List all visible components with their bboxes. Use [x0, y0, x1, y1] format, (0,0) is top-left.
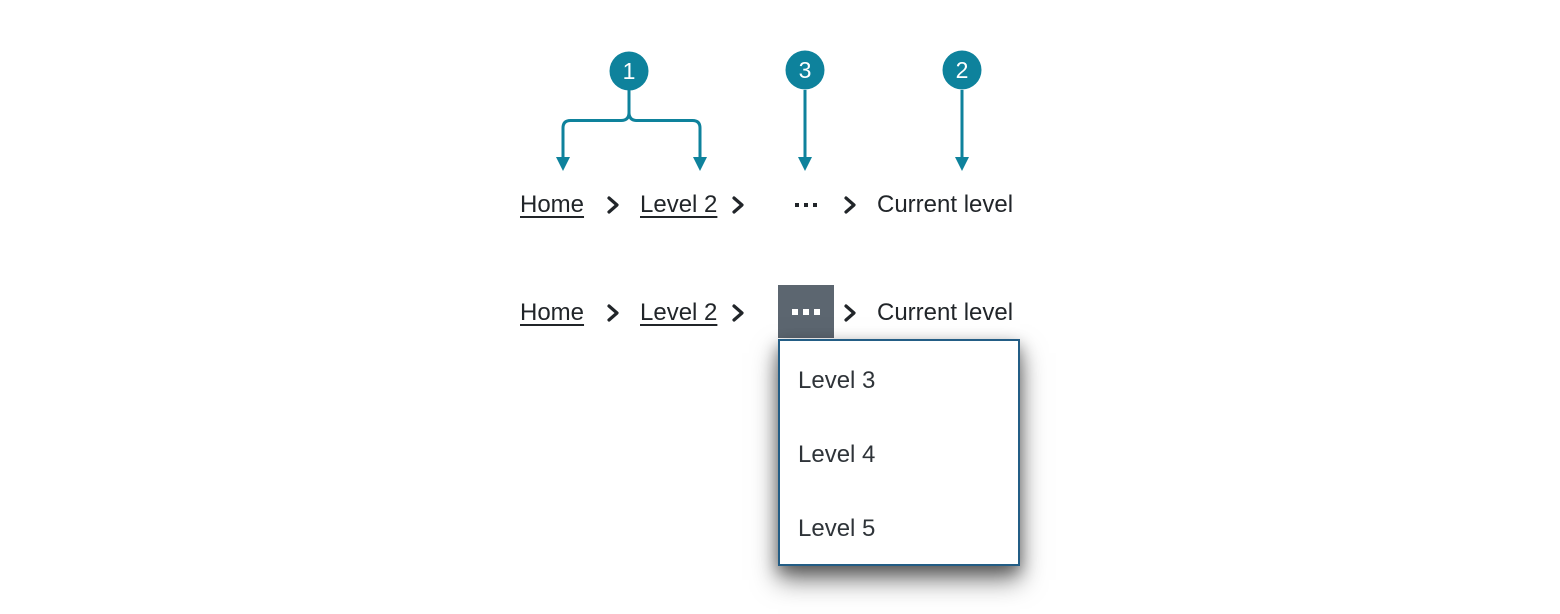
callout-3-number: 3 — [799, 57, 812, 83]
ellipsis-icon — [813, 203, 817, 207]
breadcrumb-link-home[interactable]: Home — [520, 191, 585, 218]
callout-3: 3 — [785, 50, 825, 171]
breadcrumb-overflow-menu: Level 3 Level 4 Level 5 — [778, 339, 1020, 566]
ellipsis-icon — [792, 308, 798, 315]
callout-1-badge — [609, 51, 649, 91]
breadcrumb-link-home[interactable]: Home — [520, 299, 585, 326]
menu-item-level5[interactable]: Level 5 — [798, 515, 876, 542]
chevron-right-icon — [607, 304, 619, 322]
callout-annotation-overlay: 1 3 2 — [556, 50, 982, 171]
menu-item-level4[interactable]: Level 4 — [798, 441, 876, 468]
ellipsis-icon — [795, 203, 799, 207]
chevron-right-icon — [844, 304, 856, 322]
callout-2-badge — [942, 50, 982, 90]
callout-3-badge — [785, 50, 825, 90]
ellipsis-icon — [814, 308, 820, 315]
chevron-right-icon — [844, 196, 856, 214]
breadcrumb-link-level2[interactable]: Level 2 — [640, 299, 718, 326]
breadcrumb-current-level: Current level — [877, 191, 1014, 218]
breadcrumb-link-level2[interactable]: Level 2 — [640, 191, 718, 218]
menu-item-level3[interactable]: Level 3 — [798, 367, 876, 394]
callout-1-number: 1 — [623, 58, 636, 84]
ellipsis-icon — [804, 203, 808, 207]
breadcrumb-expanded: Home Level 2 Current level — [0, 285, 1560, 338]
breadcrumb-overflow-button[interactable] — [778, 285, 834, 338]
arrow-down-icon — [693, 157, 707, 171]
chevron-right-icon — [732, 304, 744, 322]
callout-1: 1 — [556, 51, 707, 171]
arrow-down-icon — [955, 157, 969, 171]
chevron-right-icon — [732, 196, 744, 214]
chevron-right-icon — [607, 196, 619, 214]
ellipsis-icon — [803, 308, 809, 315]
arrow-down-icon — [556, 157, 570, 171]
callout-1-bracket-line — [561, 111, 702, 159]
breadcrumb-collapsed: Home Level 2 Current level — [0, 190, 1560, 220]
breadcrumb-current-level: Current level — [877, 299, 1014, 326]
callout-2-number: 2 — [956, 57, 969, 83]
arrow-down-icon — [798, 157, 812, 171]
breadcrumb-overflow-ellipsis[interactable] — [778, 203, 834, 207]
callout-2: 2 — [942, 50, 982, 171]
